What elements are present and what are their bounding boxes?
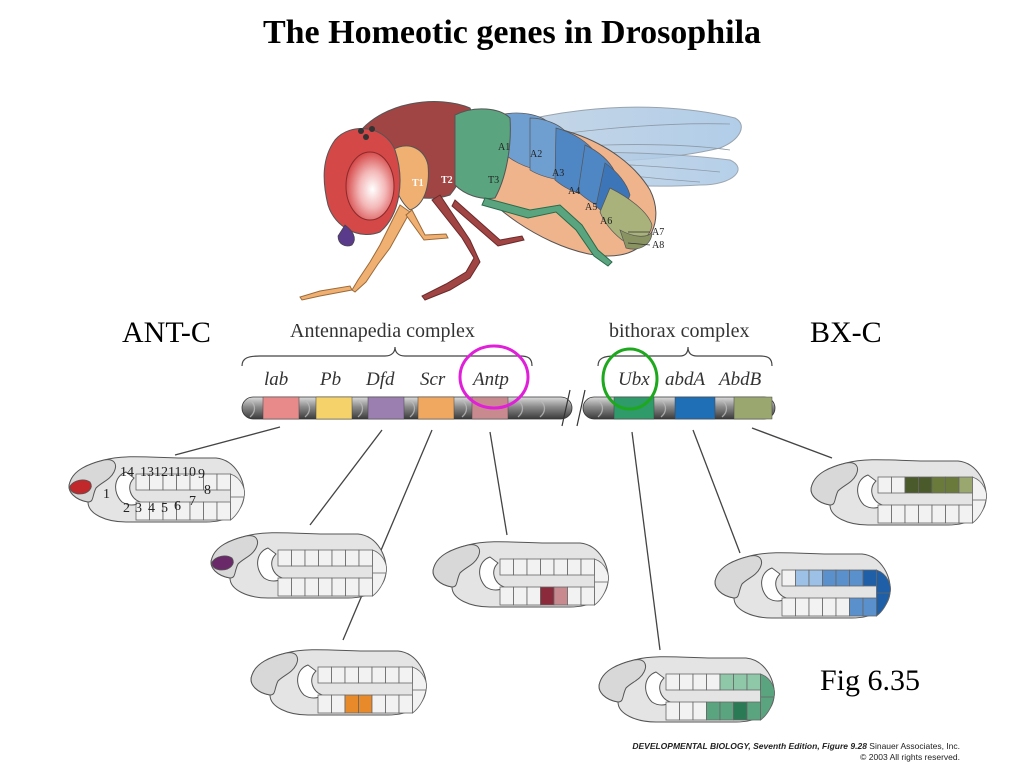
gene-leader-lines	[174, 426, 833, 651]
embryo-antp	[432, 541, 609, 608]
fly-eye	[345, 151, 395, 221]
fly-segment-label: A4	[568, 186, 580, 197]
fly-segment-label: A8	[652, 240, 664, 251]
embryo-number: 11	[168, 465, 181, 480]
credit-copyright: © 2003 All rights reserved.	[860, 752, 960, 762]
embryo-lab	[68, 456, 245, 523]
embryo-number: 9	[198, 467, 205, 482]
antp-highlight-circle	[458, 344, 530, 410]
credit-publisher: Sinauer Associates, Inc.	[866, 741, 960, 751]
gene-label-antp: Antp	[471, 369, 509, 390]
antennapedia-brace	[241, 346, 533, 367]
embryo-number: 10	[182, 465, 196, 480]
embryo-abda	[714, 552, 891, 619]
bithorax-complex-label: bithorax complex	[609, 320, 750, 342]
fly-segment-label: A5	[585, 202, 597, 213]
embryo-dfd	[210, 532, 387, 599]
bithorax-brace	[597, 346, 773, 367]
gene-band-pb	[315, 396, 353, 420]
antennapedia-complex-label: Antennapedia complex	[290, 320, 475, 342]
gene-label-abda: abdA	[665, 369, 706, 390]
gene-band-abda	[674, 396, 716, 420]
embryo-number: 6	[174, 499, 181, 514]
embryo-number: 12	[154, 465, 168, 480]
chromosome	[241, 389, 776, 427]
gene-band-abdb	[733, 396, 773, 420]
page-title: The Homeotic genes in Drosophila	[262, 14, 762, 51]
gene-band-lab	[262, 396, 300, 420]
embryo-number: 14	[120, 465, 134, 480]
fly-segment-label: T3	[488, 175, 499, 186]
figure-credit: DEVELOPMENTAL BIOLOGY, Seventh Edition, …	[632, 741, 960, 763]
embryo-ubx	[598, 656, 775, 723]
fly-segment-label: T1	[412, 178, 424, 189]
gene-label-ubx: Ubx	[618, 369, 650, 390]
fly-segment-label: A2	[530, 149, 542, 160]
fly-segment-label: A3	[552, 168, 564, 179]
fly-segment-label: A6	[600, 216, 612, 227]
embryo-number: 7	[189, 494, 196, 509]
embryo-number: 4	[148, 501, 155, 516]
embryo-scr	[250, 649, 427, 716]
fly-illustration: T1 T2 T3 A1 A2 A3 A4 A5 A6 A7 A8	[299, 101, 742, 301]
fly-thorax-t3	[454, 108, 511, 199]
gene-labels: lab Pb Dfd Scr Antp Ubx abdA AbdB	[264, 369, 762, 390]
gene-label-abdb: AbdB	[717, 369, 762, 390]
figure-label: Fig 6.35	[820, 664, 921, 697]
gene-label-lab: lab	[264, 369, 288, 390]
embryo-number: 13	[140, 465, 154, 480]
embryo-segment-numbers: 14 13 12 11 10 9 2 3 4 5 6 7 8 1	[103, 465, 211, 516]
embryo-number: 3	[135, 501, 142, 516]
embryo-number: 5	[161, 501, 168, 516]
fly-segment-label: A7	[652, 227, 664, 238]
embryo-number: 8	[204, 483, 211, 498]
credit-book: DEVELOPMENTAL BIOLOGY, Seventh Edition, …	[632, 741, 867, 751]
gene-band-dfd	[367, 396, 405, 420]
fly-segment-label: A1	[498, 142, 510, 153]
fly-proboscis	[337, 224, 355, 247]
embryo-abdb	[810, 459, 987, 526]
bx-c-label: BX-C	[810, 316, 882, 349]
gene-label-scr: Scr	[420, 369, 446, 390]
ubx-highlight-circle	[601, 347, 659, 411]
embryo-number: 1	[103, 487, 110, 502]
gene-label-dfd: Dfd	[365, 369, 395, 390]
gene-band-scr	[417, 396, 455, 420]
gene-label-pb: Pb	[319, 369, 341, 390]
ant-c-label: ANT-C	[122, 316, 211, 349]
embryo-number: 2	[123, 501, 130, 516]
fly-segment-label: T2	[441, 175, 453, 186]
